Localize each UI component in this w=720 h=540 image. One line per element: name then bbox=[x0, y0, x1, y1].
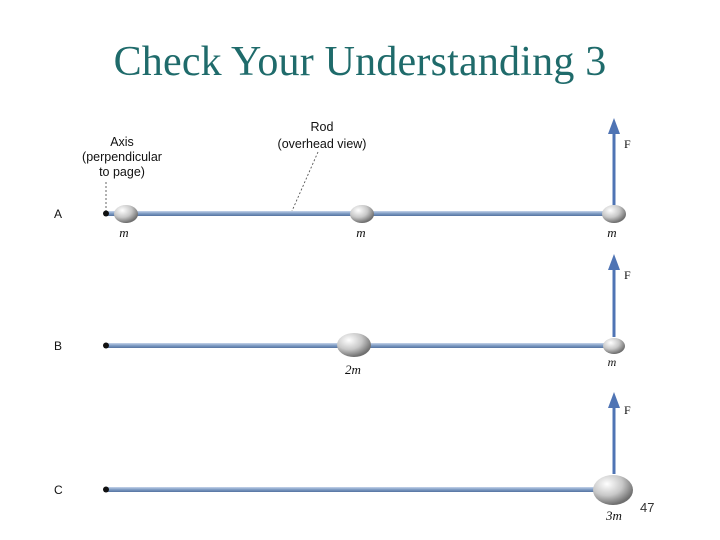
rod-label-line-1: Rod bbox=[311, 120, 334, 134]
axis-point-c bbox=[103, 486, 109, 493]
rod-label-line-2: (overhead view) bbox=[278, 137, 367, 151]
force-arrowhead-c bbox=[608, 392, 620, 408]
row-a: A m m m F bbox=[54, 118, 631, 240]
rod-c bbox=[106, 487, 614, 492]
mass-b-1 bbox=[337, 333, 371, 357]
row-c-label: C bbox=[54, 483, 63, 497]
axis-point-a bbox=[103, 210, 109, 217]
mass-a-1 bbox=[114, 205, 138, 223]
force-a-label: F bbox=[624, 137, 631, 151]
rod-label: Rod (overhead view) bbox=[278, 120, 367, 212]
axis-label-line-2: (perpendicular bbox=[82, 150, 162, 164]
axis-label-line-1: Axis bbox=[110, 135, 134, 149]
row-b: B 2m m F bbox=[54, 254, 631, 377]
mass-b-1-label: 2m bbox=[345, 362, 361, 377]
force-arrowhead-a bbox=[608, 118, 620, 134]
mass-a-1-label: m bbox=[119, 225, 128, 240]
axis-label-line-3: to page) bbox=[99, 165, 145, 179]
force-b-label: F bbox=[624, 268, 631, 282]
row-a-label: A bbox=[54, 207, 62, 221]
mass-a-2-label: m bbox=[356, 225, 365, 240]
mass-c-1-label: 3m bbox=[605, 508, 622, 523]
force-arrowhead-b bbox=[608, 254, 620, 270]
axis-label: Axis (perpendicular to page) bbox=[82, 135, 162, 211]
mass-c-1 bbox=[593, 475, 633, 505]
mass-b-2-label: m bbox=[608, 355, 617, 369]
axis-point-b bbox=[103, 342, 109, 349]
row-c: C 3m F bbox=[54, 392, 633, 523]
mass-a-3 bbox=[602, 205, 626, 223]
mass-b-2 bbox=[603, 338, 625, 354]
slide-title: Check Your Understanding 3 bbox=[113, 39, 607, 85]
page-number: 47 bbox=[640, 500, 655, 515]
mass-a-3-label: m bbox=[607, 225, 616, 240]
force-c-label: F bbox=[624, 403, 631, 417]
row-b-label: B bbox=[54, 339, 62, 353]
mass-a-2 bbox=[350, 205, 374, 223]
